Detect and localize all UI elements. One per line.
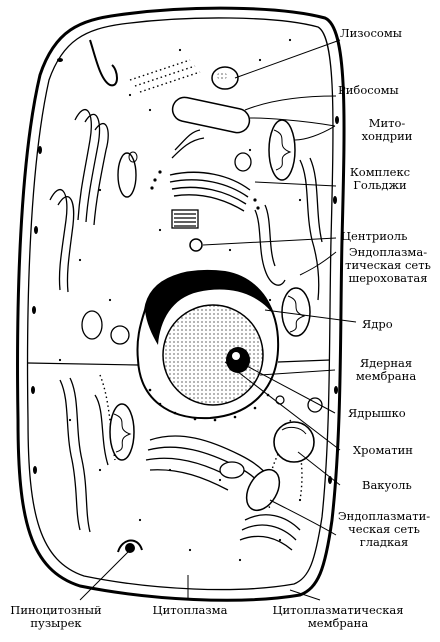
nucleolus xyxy=(226,347,250,373)
vesicle-1 xyxy=(117,152,137,198)
label-lysosomes: Лизосомы xyxy=(340,26,402,40)
vesicle-6 xyxy=(307,397,323,413)
label-chromatin: Хроматин xyxy=(353,443,413,457)
nucleus xyxy=(162,304,264,406)
ribosomes-top xyxy=(129,59,201,93)
label-golgi: Комплекс Гольджи xyxy=(349,165,411,192)
leader-ribosomes xyxy=(244,95,337,111)
leader-vacuole xyxy=(297,451,341,486)
centriole xyxy=(189,238,203,252)
nuclear-pores xyxy=(148,388,270,422)
leader-nuclear-membrane xyxy=(259,369,336,376)
mitochondrion-mid xyxy=(281,287,311,337)
vesicle-4 xyxy=(110,325,130,345)
label-cytoplasm: Цитоплазма xyxy=(152,603,228,617)
label-nuclear-membrane: Ядерная мембрана xyxy=(355,356,417,383)
label-er-rough: Эндоплазма- тическая сеть шероховатая xyxy=(345,245,431,285)
label-er-smooth: Эндоплазмати- ческая сеть гладкая xyxy=(337,509,431,549)
leader-pinocytotic xyxy=(79,551,129,601)
vesicle-7 xyxy=(275,395,285,405)
label-pinocytotic-vesicle: Пиноцитозный пузырек xyxy=(10,603,102,630)
label-nucleus: Ядро xyxy=(362,317,393,331)
leader-lysosomes xyxy=(234,39,341,79)
leader-mitochondria-2 xyxy=(249,117,336,127)
mitochondrion-right xyxy=(268,119,296,181)
leader-golgi xyxy=(254,181,337,187)
leader-centriole xyxy=(202,237,337,246)
rough-er-right xyxy=(254,157,323,301)
mitochondrion-lower-left xyxy=(109,403,135,461)
vesicle-5 xyxy=(81,310,103,340)
label-centriole: Центриоль xyxy=(341,229,408,243)
rough-er-left xyxy=(49,108,109,293)
leader-er-rough xyxy=(299,251,337,276)
section-line xyxy=(27,359,331,366)
vesicle-2 xyxy=(128,151,138,163)
leader-cytomembrane xyxy=(289,589,321,601)
rough-er-lower-left xyxy=(59,377,109,533)
leader-nucleus xyxy=(264,309,357,323)
filaments xyxy=(171,129,205,159)
leader-chromatin xyxy=(224,361,341,451)
leader-mitochondria-1 xyxy=(294,125,336,141)
mitochondrion-top xyxy=(171,96,251,134)
leader-nucleolus xyxy=(244,364,336,414)
pinocytotic-vesicle xyxy=(117,539,143,553)
nuclear-envelope-dark xyxy=(145,270,274,345)
label-mitochondria: Мито- хондрии xyxy=(361,116,413,143)
cell-membrane-inner xyxy=(26,17,334,591)
label-vacuole: Вакуоль xyxy=(362,478,412,492)
leader-er-smooth xyxy=(269,499,337,536)
membrane-pores xyxy=(31,58,339,484)
golgi-vesicles xyxy=(150,170,260,210)
membrane-fold-top xyxy=(89,39,118,87)
leader-lines xyxy=(79,39,357,601)
vesicle-3 xyxy=(234,152,252,172)
label-nucleolus: Ядрышко xyxy=(348,406,406,420)
label-cytoplasmic-membrane: Цитоплазматическая мембрана xyxy=(272,603,404,630)
centriole-body xyxy=(171,209,199,229)
golgi-complex xyxy=(169,171,251,212)
label-ribosomes: Рибосомы xyxy=(338,83,399,97)
smooth-er-lower-right xyxy=(239,514,301,551)
